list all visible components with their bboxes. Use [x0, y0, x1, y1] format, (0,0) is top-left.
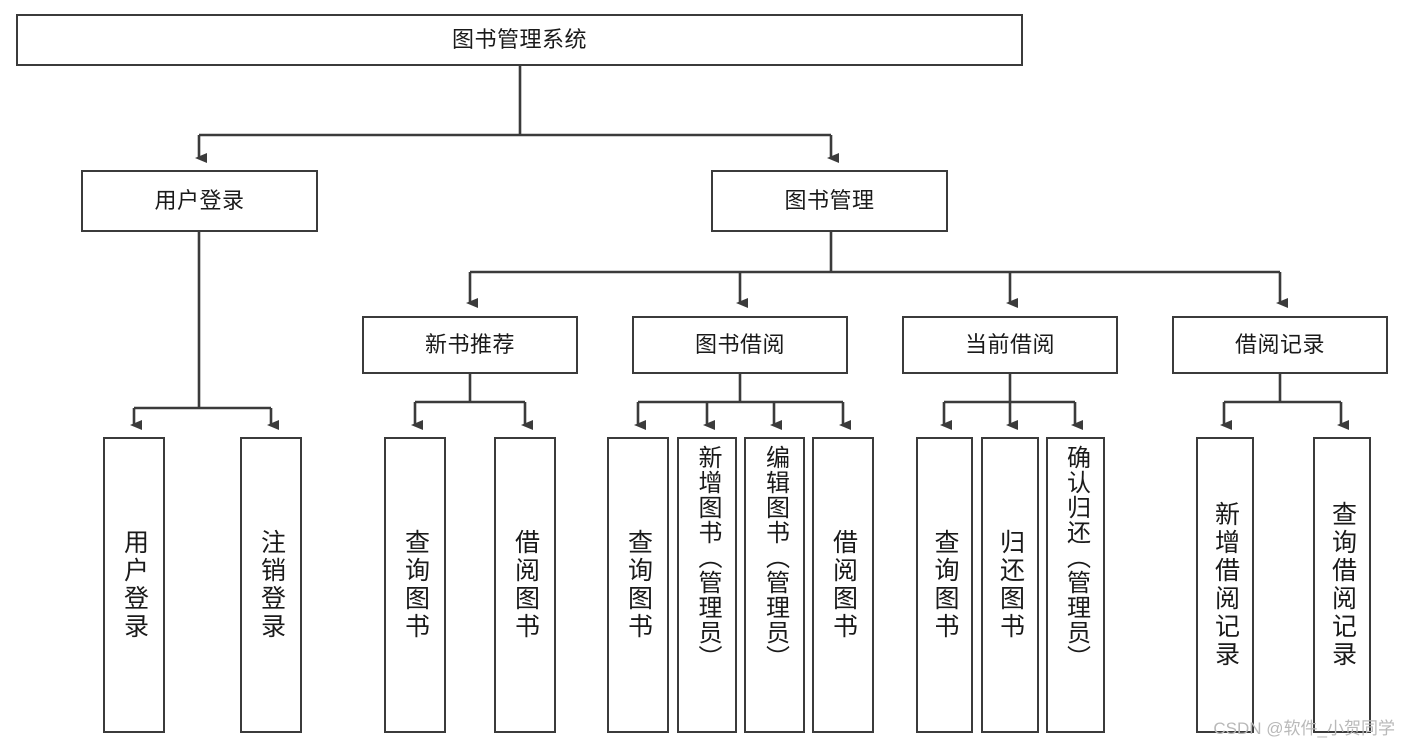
leaf-recommend-borrow-book[interactable]: 借阅图书 [494, 437, 556, 733]
node-label: 查询图书 [624, 529, 653, 641]
node-label: 新增借阅记录 [1211, 501, 1240, 669]
node-label: 图书管理 [784, 187, 875, 213]
node-label: 查询图书 [401, 529, 430, 641]
node-new-book-recommend[interactable]: 新书推荐 [362, 316, 578, 374]
leaf-logout[interactable]: 注销登录 [240, 437, 302, 733]
node-current-borrow[interactable]: 当前借阅 [902, 316, 1118, 374]
node-label: 当前借阅 [964, 331, 1055, 357]
node-book-borrow[interactable]: 图书借阅 [632, 316, 848, 374]
leaf-current-confirm-return-admin[interactable]: 确认归还（管理员） [1046, 437, 1105, 733]
node-label: 用户登录 [154, 187, 245, 213]
node-label: 归还图书 [996, 529, 1025, 641]
leaf-recommend-query-book[interactable]: 查询图书 [384, 437, 446, 733]
node-label: 借阅记录 [1234, 331, 1325, 357]
node-label: 确认归还（管理员） [1062, 445, 1090, 670]
node-label: 图书借阅 [694, 331, 785, 357]
leaf-user-login[interactable]: 用户登录 [103, 437, 165, 733]
node-borrow-record[interactable]: 借阅记录 [1172, 316, 1388, 374]
node-label: 新书推荐 [424, 331, 515, 357]
leaf-record-query-record[interactable]: 查询借阅记录 [1313, 437, 1371, 733]
leaf-current-return-book[interactable]: 归还图书 [981, 437, 1039, 733]
leaf-borrow-query-book[interactable]: 查询图书 [607, 437, 669, 733]
node-label: 借阅图书 [511, 529, 540, 641]
leaf-borrow-borrow-book[interactable]: 借阅图书 [812, 437, 874, 733]
node-label: 编辑图书（管理员） [761, 445, 789, 670]
node-label: 查询借阅记录 [1328, 501, 1357, 669]
node-label: 用户登录 [120, 529, 149, 641]
csdn-watermark: CSDN @软件_小贺同学 [1213, 719, 1395, 738]
node-book-management[interactable]: 图书管理 [711, 170, 948, 232]
node-label: 查询图书 [931, 529, 959, 641]
leaf-borrow-add-book-admin[interactable]: 新增图书（管理员） [677, 437, 737, 733]
leaf-borrow-edit-book-admin[interactable]: 编辑图书（管理员） [744, 437, 805, 733]
node-label: 新增图书（管理员） [694, 445, 721, 670]
leaf-current-query-book[interactable]: 查询图书 [916, 437, 973, 733]
leaf-record-add-record[interactable]: 新增借阅记录 [1196, 437, 1254, 733]
node-label: 注销登录 [257, 529, 286, 641]
node-user-login[interactable]: 用户登录 [81, 170, 318, 232]
node-label: 图书管理系统 [451, 26, 587, 52]
node-label: 借阅图书 [829, 529, 858, 641]
node-root-system[interactable]: 图书管理系统 [16, 14, 1023, 66]
